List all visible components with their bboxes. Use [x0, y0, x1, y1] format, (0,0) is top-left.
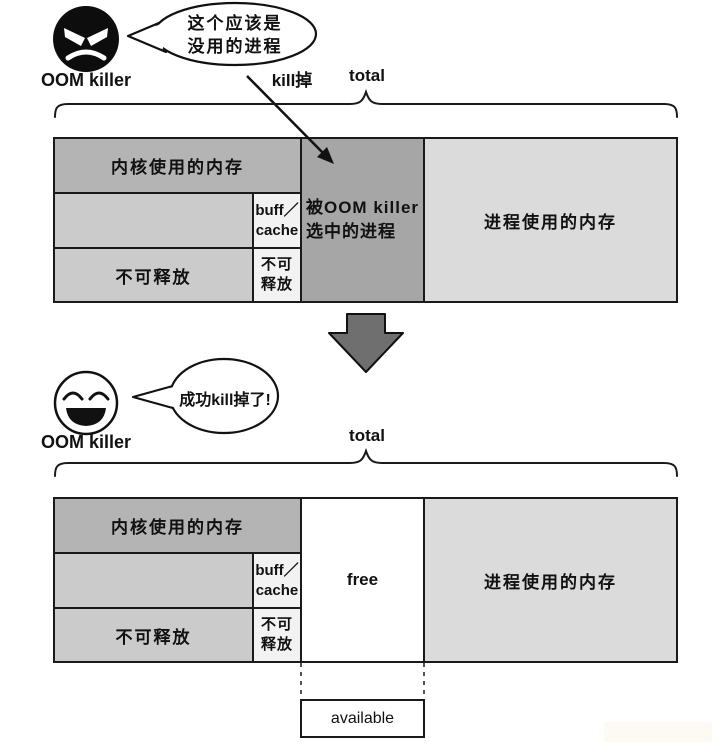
buff-cache-line1: buff／ [255, 561, 299, 579]
watermark-area [604, 722, 712, 742]
top-total-label: total [349, 66, 385, 85]
top-unreleasable-small-cell: 不可 释放 [252, 247, 302, 303]
top-releasable-cell [53, 192, 254, 249]
bottom-unreleasable-small-cell: 不可 释放 [252, 607, 302, 663]
top-buff-cache-cell: buff／ cache [252, 192, 302, 249]
top-process-memory-cell: 进程使用的内存 [423, 137, 678, 303]
selected-line1: 被OOM killer [305, 198, 420, 217]
bottom-process-memory-cell: 进程使用的内存 [423, 497, 678, 663]
bottom-kernel-cell: 内核使用的内存 [53, 497, 302, 554]
buff-cache-line2: cache [255, 581, 299, 599]
angry-face-icon [53, 6, 119, 72]
top-unreleasable-cell: 不可释放 [53, 247, 254, 303]
down-arrow-icon [328, 313, 404, 373]
top-total-brace [54, 88, 678, 118]
bottom-bubble-text: 成功kill掉了! [179, 392, 271, 409]
bottom-oom-killer-label: OOM killer [40, 432, 132, 452]
buff-cache-line2: cache [255, 221, 299, 239]
bottom-total-brace [54, 447, 678, 477]
buff-cache-line1: buff／ [255, 201, 299, 219]
top-kernel-cell: 内核使用的内存 [53, 137, 302, 194]
unreleasable-small-line1: 不可 [260, 256, 293, 273]
available-box: available [300, 699, 425, 738]
free-cell: free [300, 497, 425, 663]
happy-face-icon [53, 370, 119, 436]
top-bubble-line1: 这个应该是 [187, 14, 283, 33]
kill-label: kill掉 [271, 71, 313, 90]
bottom-unreleasable-cell: 不可释放 [53, 607, 254, 663]
available-dashed-connectors [300, 663, 425, 699]
bottom-releasable-cell [53, 552, 254, 609]
unreleasable-small-line2: 释放 [260, 276, 293, 293]
selected-line2: 选中的进程 [305, 222, 396, 241]
top-oom-killer-label: OOM killer [40, 70, 132, 90]
top-bubble-line2: 没用的进程 [187, 37, 283, 56]
unreleasable-small-line2: 释放 [260, 636, 293, 653]
bottom-total-label: total [349, 426, 385, 445]
unreleasable-small-line1: 不可 [260, 616, 293, 633]
bottom-buff-cache-cell: buff／ cache [252, 552, 302, 609]
top-selected-process-cell: 被OOM killer 选中的进程 [300, 137, 425, 303]
